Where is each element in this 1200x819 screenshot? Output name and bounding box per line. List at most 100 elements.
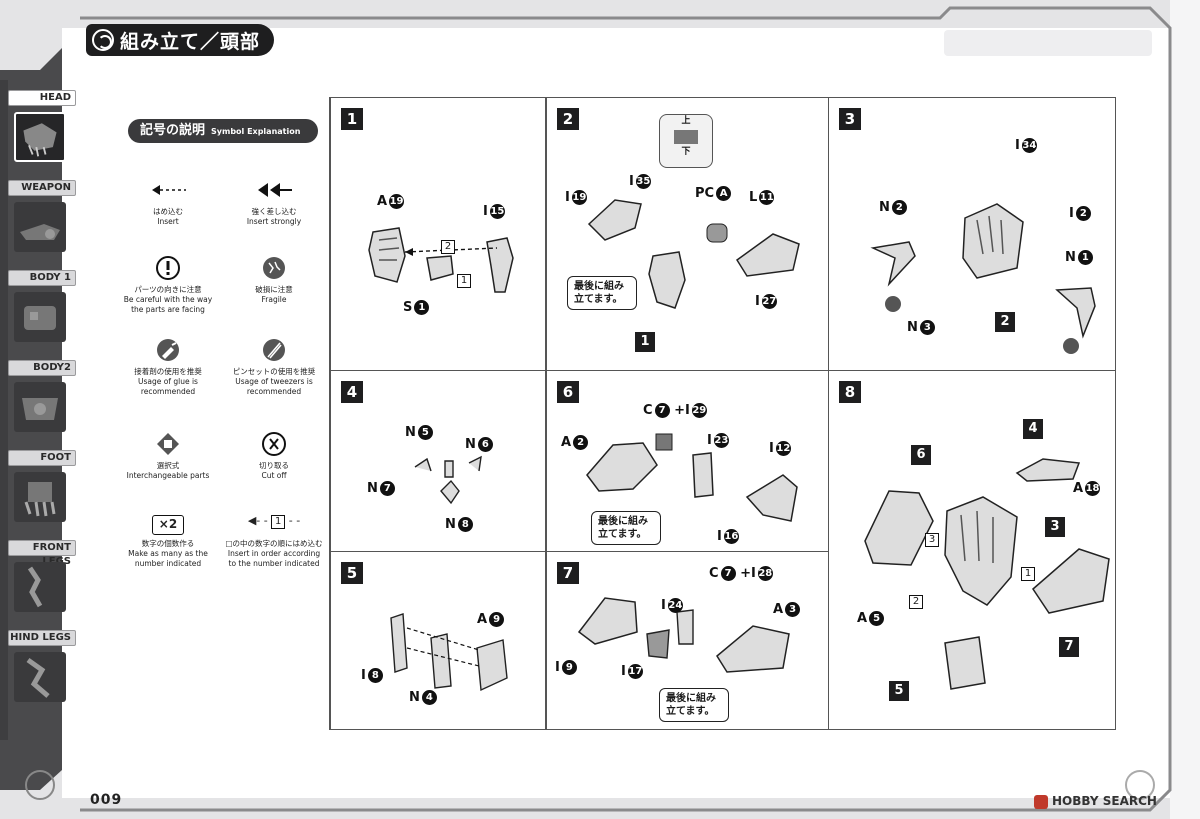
order-marker: 1	[457, 274, 471, 288]
sidebar-item-label: WEAPON	[8, 180, 76, 196]
sidebar-item-body2[interactable]: BODY2	[8, 360, 76, 438]
frame-part-icon	[587, 199, 642, 241]
sidebar: HEAD WEAPON BODY 1 BODY2 FOOT	[0, 80, 78, 780]
arrow-strong-icon	[258, 183, 292, 197]
sidebar-item-label: HEAD	[8, 90, 76, 106]
order-marker: 2	[441, 240, 455, 254]
sidebar-item-weapon[interactable]: WEAPON	[8, 180, 76, 258]
head-plate-part-icon	[368, 227, 406, 283]
step-reference: 4	[1023, 419, 1043, 439]
sidebar-item-foot[interactable]: FOOT	[8, 450, 76, 528]
jaw-frame-part-icon	[864, 490, 934, 566]
right-margin	[1170, 0, 1200, 819]
bracket-part-icon	[745, 474, 798, 522]
hind-legs-thumbnail-icon	[14, 652, 66, 702]
plate-part-icon	[676, 609, 694, 645]
sidebar-strip	[0, 80, 8, 740]
step-number: 5	[341, 562, 363, 584]
order-arrow-icon: ◀- - 1 - -	[247, 514, 301, 529]
sidebar-item-label: BODY2	[8, 360, 76, 376]
caution-icon	[156, 256, 180, 280]
step-number: 1	[341, 108, 363, 130]
step-reference: 7	[1059, 637, 1079, 657]
fragile-icon	[263, 257, 285, 279]
sidebar-item-hind-legs[interactable]: HIND LEGS	[8, 630, 76, 708]
front-legs-thumbnail-icon	[14, 562, 66, 612]
armor-part-icon	[1015, 458, 1081, 482]
sidebar-item-head[interactable]: HEAD	[8, 90, 76, 168]
assembly-arrows	[404, 247, 498, 256]
zoids-emblem-icon	[92, 29, 114, 51]
assemble-last-note: 最後に組み立てます。	[567, 276, 637, 310]
step-number: 6	[557, 381, 579, 403]
glue-icon	[157, 339, 179, 361]
page-number: 009	[90, 792, 123, 808]
head-assembly-part-icon	[944, 496, 1018, 606]
assemble-last-note: 最後に組み立てます。	[659, 688, 729, 722]
cut-icon	[262, 432, 286, 456]
foot-part-icon	[390, 613, 508, 692]
step-reference: 6	[911, 445, 931, 465]
order-marker: 3	[925, 533, 939, 547]
order-marker: 1	[1021, 567, 1035, 581]
claw-part-icon	[870, 241, 916, 287]
step-reference: 1	[635, 332, 655, 352]
teeth-part-icon	[646, 629, 670, 659]
weapon-thumbnail-icon	[14, 202, 66, 252]
section-title-bar: 組み立て／頭部	[86, 24, 274, 56]
sidebar-item-front-legs[interactable]: FRONT LEGS	[8, 540, 76, 618]
multiply-icon: ×2	[152, 515, 184, 535]
sidebar-item-label: FRONT LEGS	[8, 540, 76, 567]
head-plate-part-icon	[648, 251, 686, 309]
assemble-last-note: 最後に組み立てます。	[591, 511, 661, 545]
fragile-icon	[885, 296, 901, 312]
step-number: 4	[341, 381, 363, 403]
head-thumbnail-icon	[14, 112, 66, 162]
jaw-part-icon	[486, 237, 514, 293]
step-number: 2	[557, 108, 579, 130]
lower-jaw-part-icon	[1032, 548, 1110, 614]
sidebar-item-body1[interactable]: BODY 1	[8, 270, 76, 348]
claw-part-icon	[1055, 287, 1096, 339]
lower-jaw-part-icon	[735, 233, 800, 277]
jaw-frame-part-icon	[586, 442, 658, 492]
lower-jaw-part-icon	[716, 625, 790, 673]
legend-title-jp: 記号の説明	[140, 123, 206, 138]
